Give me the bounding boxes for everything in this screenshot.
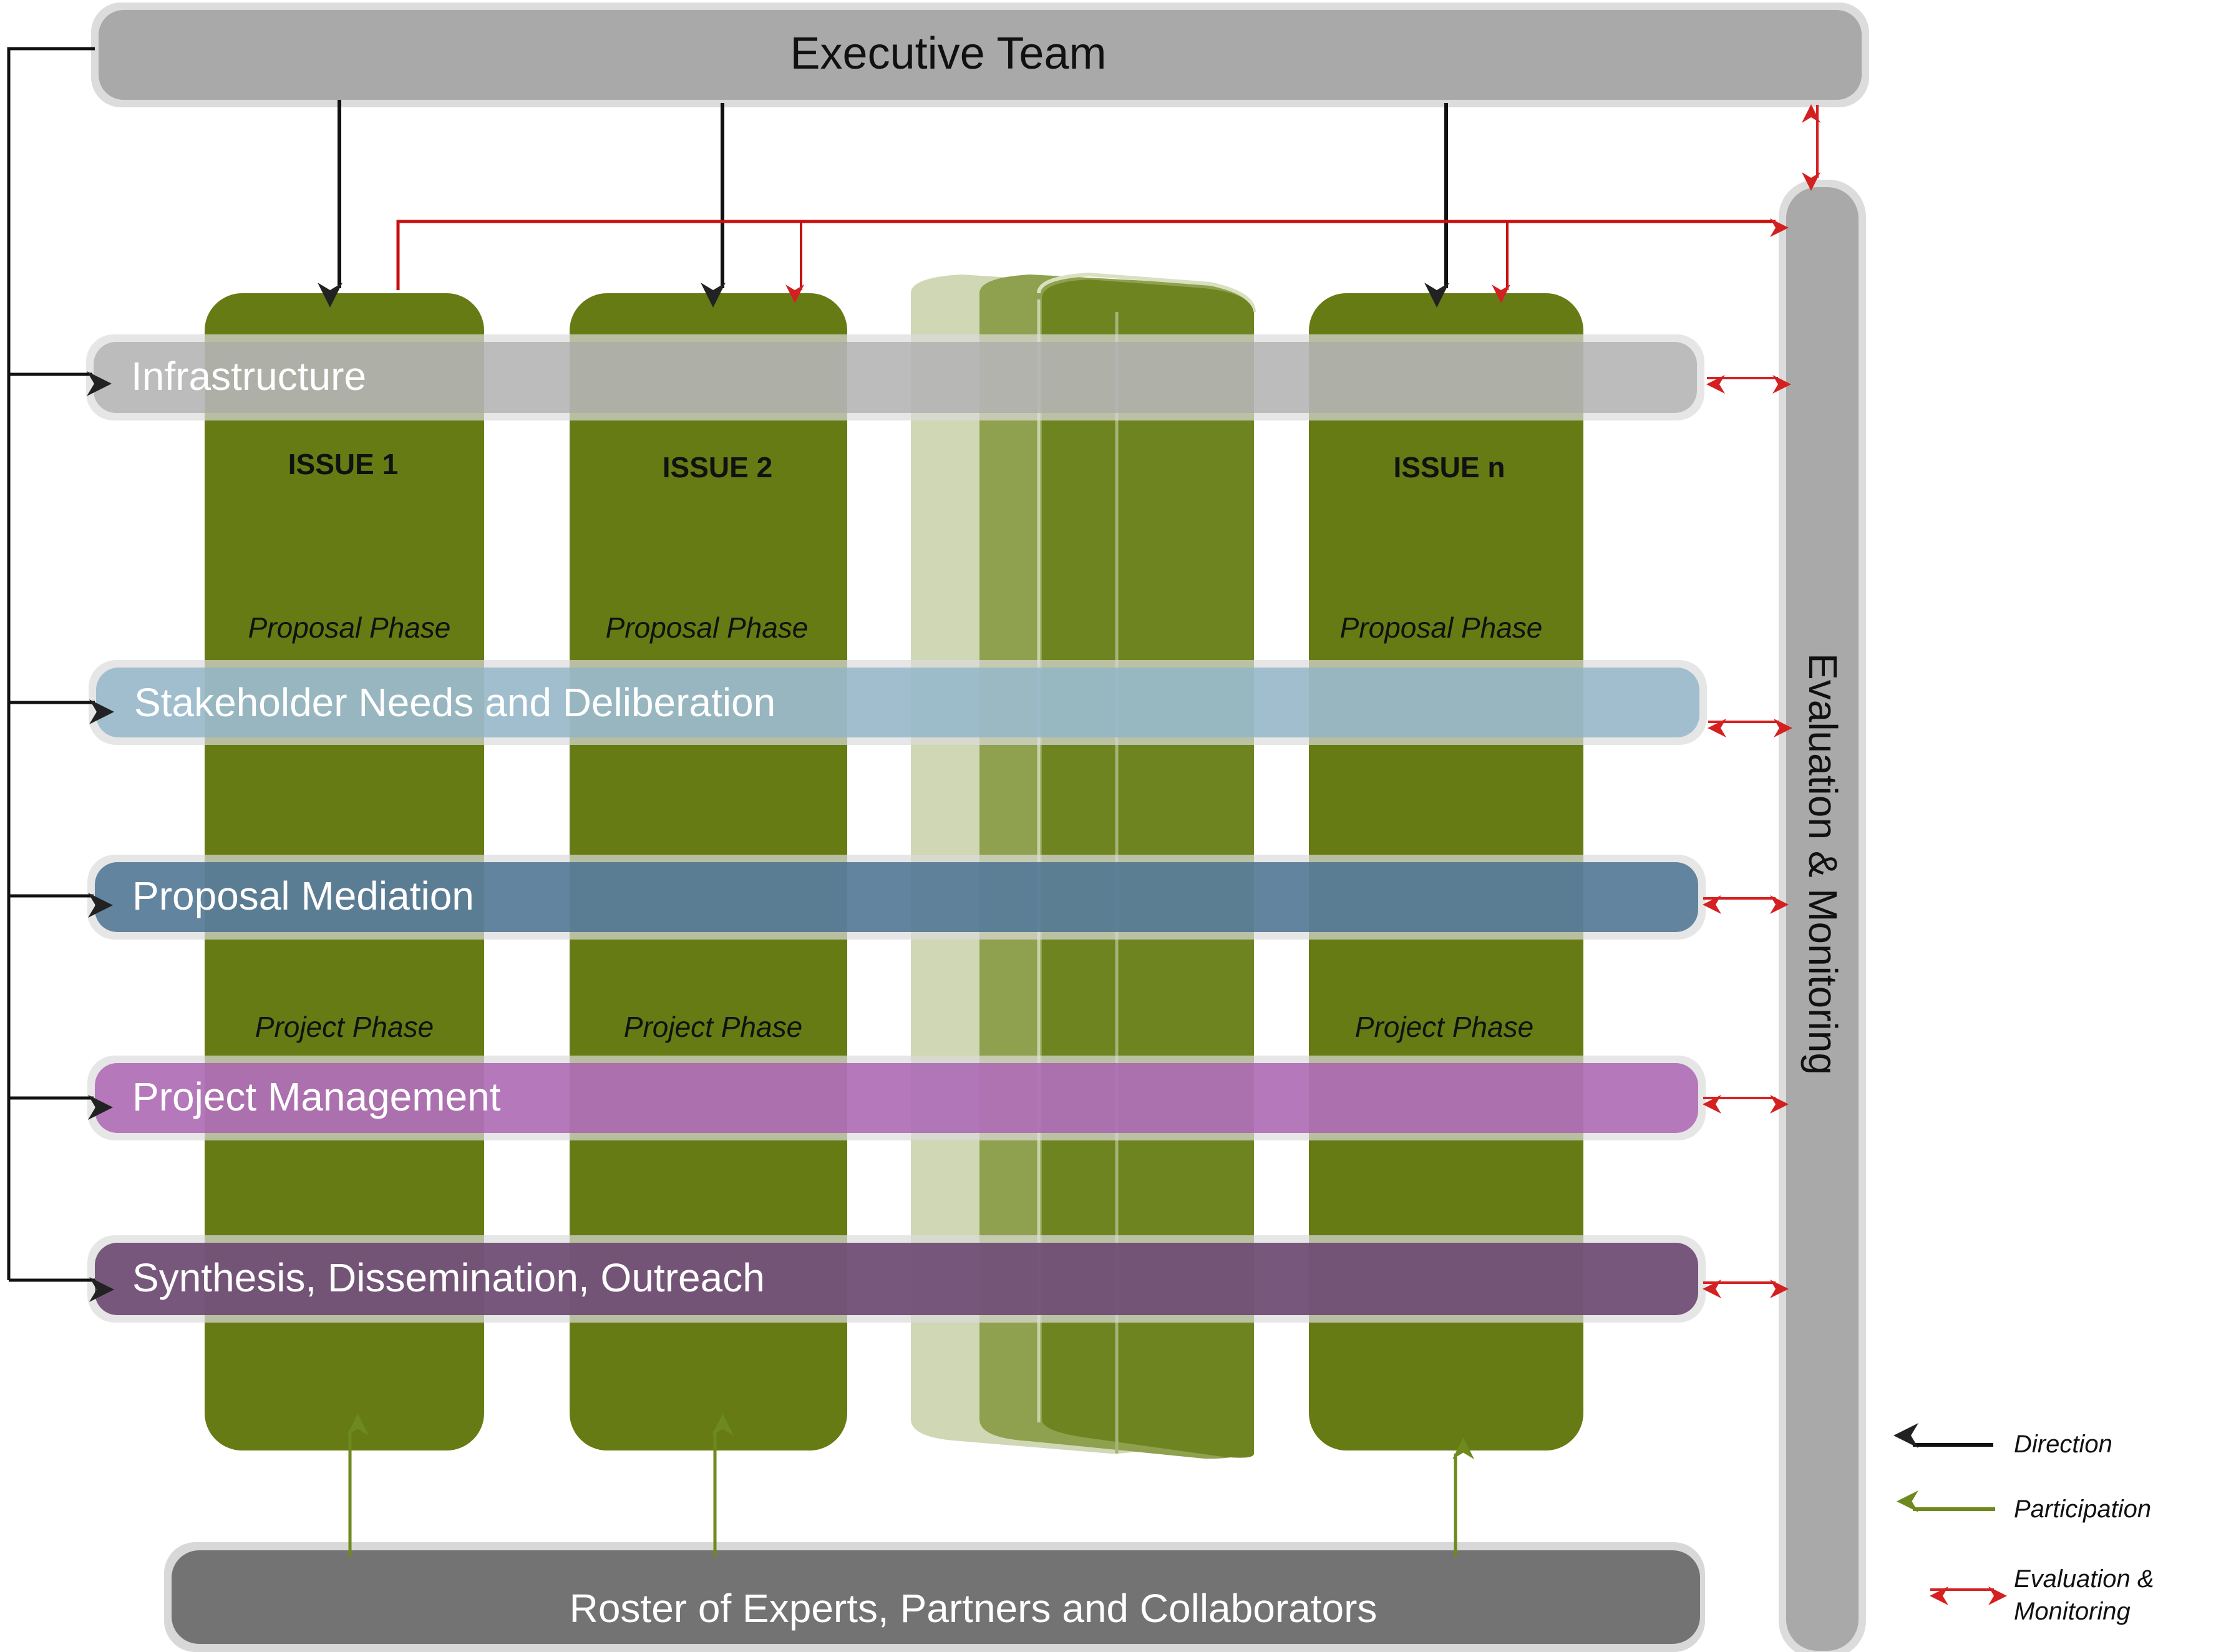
legend: Direction Participation Evaluation & Mon… (1893, 1423, 2154, 1625)
issue-n-proposal-phase: Proposal Phase (1340, 611, 1543, 644)
band-project-management-label: Project Management (132, 1074, 501, 1119)
legend-evaluation-label-line1: Evaluation & (2014, 1565, 2154, 1593)
legend-item-evaluation: Evaluation & Monitoring (1930, 1565, 2154, 1625)
participation-arrows (347, 1414, 1474, 1557)
evaluation-arrows (396, 104, 1820, 1298)
issue-2-proposal-phase: Proposal Phase (606, 611, 809, 644)
legend-direction-label: Direction (2014, 1431, 2112, 1458)
executive-team-box[interactable]: Executive Team (91, 2, 1869, 107)
legend-item-participation: Participation (1897, 1490, 2151, 1523)
issue-n-project-phase: Project Phase (1355, 1011, 1533, 1043)
executive-team-label: Executive Team (790, 29, 1107, 79)
band-infrastructure-label: Infrastructure (131, 354, 366, 399)
issue-1-project-phase: Project Phase (255, 1011, 434, 1043)
band-stakeholder-needs-label: Stakeholder Needs and Deliberation (134, 680, 775, 725)
band-proposal-mediation[interactable]: Proposal Mediation (87, 855, 1706, 940)
legend-evaluation-label-line2: Monitoring (2014, 1598, 2131, 1625)
roster-label: Roster of Experts, Partners and Collabor… (570, 1586, 1378, 1631)
band-infrastructure[interactable]: Infrastructure (86, 334, 1704, 420)
legend-participation-label: Participation (2014, 1495, 2151, 1523)
band-synthesis-dissemination-label: Synthesis, Dissemination, Outreach (132, 1255, 765, 1300)
issue-2-project-phase: Project Phase (624, 1011, 802, 1043)
issue-2-title: ISSUE 2 (663, 451, 772, 483)
issue-n-title: ISSUE n (1394, 451, 1505, 483)
issue-1-title: ISSUE 1 (288, 448, 398, 480)
band-synthesis-dissemination[interactable]: Synthesis, Dissemination, Outreach (87, 1235, 1706, 1323)
issue-1-proposal-phase: Proposal Phase (248, 611, 451, 644)
band-proposal-mediation-label: Proposal Mediation (132, 873, 474, 918)
band-project-management[interactable]: Project Management (87, 1056, 1706, 1140)
direction-arrows (7, 47, 1449, 1302)
evaluation-monitoring-box[interactable]: Evaluation & Monitoring (1779, 180, 1866, 1652)
band-stakeholder-needs[interactable]: Stakeholder Needs and Deliberation (89, 660, 1707, 745)
legend-item-direction: Direction (1893, 1423, 2112, 1458)
direction-bracket-line (7, 47, 95, 1280)
roster-box[interactable]: Roster of Experts, Partners and Collabor… (164, 1542, 1705, 1652)
evaluation-feedback-line (396, 218, 1789, 290)
evaluation-monitoring-label: Evaluation & Monitoring (1800, 653, 1845, 1075)
